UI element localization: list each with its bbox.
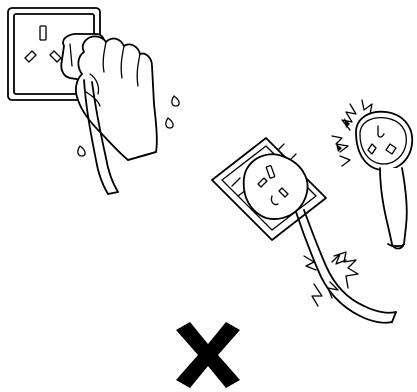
half-out-plug-face <box>244 154 308 219</box>
cord-spark-lower <box>312 284 322 306</box>
cord-end <box>108 192 118 194</box>
socket-hole-left <box>25 51 36 62</box>
socket-hole-top <box>40 26 46 40</box>
cross-mark <box>176 322 240 388</box>
hand-outline <box>76 36 157 160</box>
spark-lower-left <box>340 156 350 166</box>
sparking-plug-icon <box>332 100 412 249</box>
sweat-drop-3 <box>78 146 85 156</box>
spark-top-left <box>342 104 356 130</box>
sparking-plug-face <box>356 112 412 170</box>
spark-top <box>362 100 372 114</box>
sweat-drop-2 <box>166 118 173 128</box>
plug-handle <box>380 168 407 249</box>
cord-sparks <box>304 254 346 298</box>
prohibited-cross-icon <box>176 322 240 388</box>
cord-spark-burst <box>334 252 358 288</box>
hand-unplugging-plug-icon <box>8 8 179 194</box>
socket-hole-right <box>50 51 61 62</box>
sweat-drop-1 <box>172 96 179 106</box>
